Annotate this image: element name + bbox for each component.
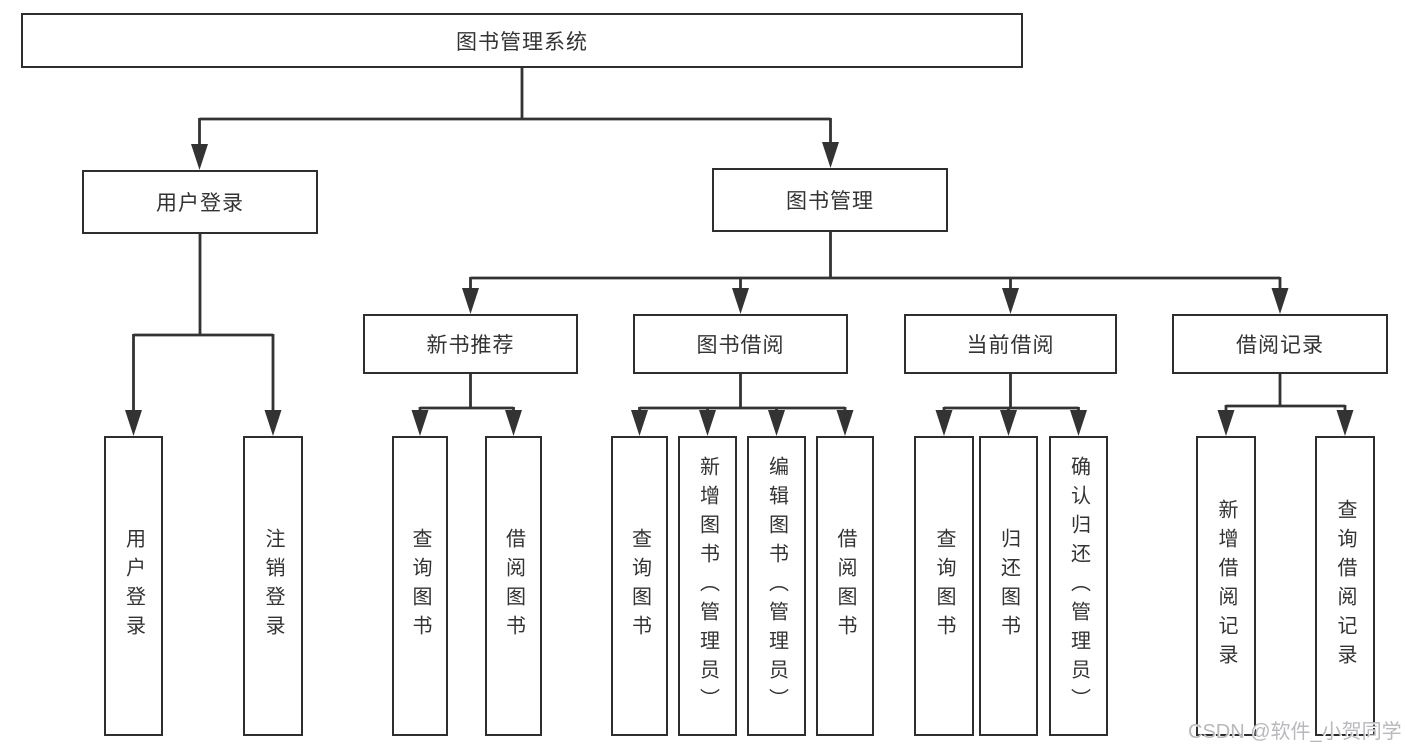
node-book-management: 图书管理 (712, 168, 948, 232)
leaf-query-borrow-record: 查询借阅记录 (1315, 436, 1375, 736)
node-library-management-system: 图书管理系统 (21, 13, 1023, 68)
leaf-logout: 注销登录 (243, 436, 303, 736)
node-borrowing-records: 借阅记录 (1172, 314, 1388, 374)
node-current-borrowing: 当前借阅 (904, 314, 1117, 374)
leaf-add-borrow-record: 新增借阅记录 (1196, 436, 1256, 736)
leaf-query-books-borrow: 查询图书 (611, 436, 668, 736)
leaf-query-books-current: 查询图书 (914, 436, 974, 736)
node-user-login: 用户登录 (82, 170, 318, 234)
leaf-add-book-admin: 新增图书（管理员） (678, 436, 737, 736)
leaf-confirm-return-admin: 确认归还（管理员） (1049, 436, 1108, 736)
leaf-user-login: 用户登录 (104, 436, 163, 736)
leaf-borrow-books-recommend: 借阅图书 (485, 436, 542, 736)
leaf-borrow-books: 借阅图书 (816, 436, 874, 736)
node-book-borrowing: 图书借阅 (633, 314, 848, 374)
leaf-query-books-recommend: 查询图书 (392, 436, 448, 736)
node-new-book-recommendation: 新书推荐 (363, 314, 578, 374)
leaf-edit-book-admin: 编辑图书（管理员） (747, 436, 806, 736)
leaf-return-books: 归还图书 (979, 436, 1038, 736)
watermark: CSDN @软件_小贺同学 (1188, 721, 1402, 743)
